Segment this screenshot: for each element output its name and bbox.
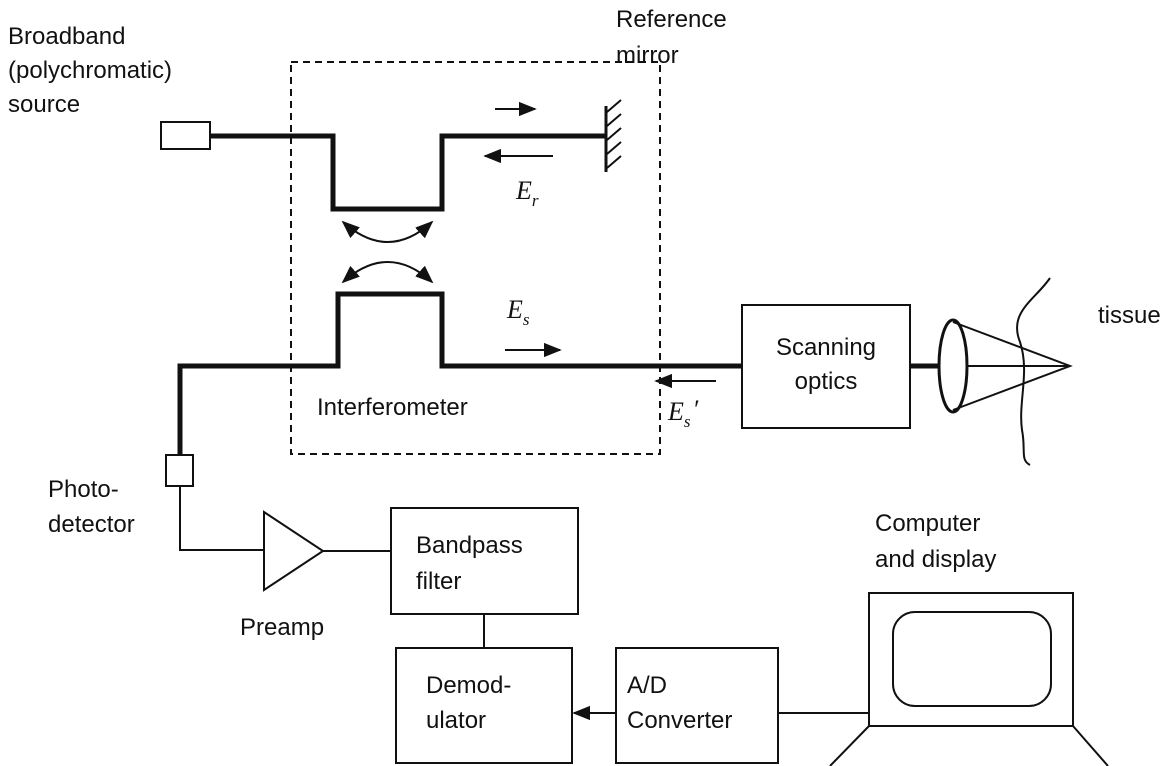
- mirror-label-line1: Reference: [616, 6, 727, 33]
- computer-label-line2: and display: [875, 546, 996, 573]
- interferometer-label: Interferometer: [317, 394, 468, 421]
- photodetector-label-line2: detector: [48, 511, 135, 538]
- bandpass-line2: filter: [416, 568, 461, 595]
- scanning-optics-line1: Scanning: [776, 334, 876, 361]
- focusing-lens: [937, 318, 969, 414]
- fiber-coupler: [341, 220, 434, 284]
- detector-to-preamp-wire: [179, 486, 264, 551]
- sample-field-label: Es: [506, 295, 530, 329]
- demodulator-line1: Demod-: [426, 672, 511, 699]
- ad-converter-line1: A/D: [627, 672, 667, 699]
- source-label-line1: Broadband: [8, 23, 125, 50]
- upper-fiber: [210, 133, 606, 212]
- reference-mirror: [604, 99, 622, 172]
- computer-label-line1: Computer: [875, 510, 980, 537]
- focused-beam: [952, 321, 1073, 411]
- source-label-line3: source: [8, 91, 80, 118]
- broadband-source-box: [160, 121, 211, 150]
- photodetector-label-line1: Photo-: [48, 476, 119, 503]
- bandpass-line1: Bandpass: [416, 532, 523, 559]
- scanning-optics-line2: optics: [795, 368, 858, 395]
- demodulator-line2: ulator: [426, 707, 486, 734]
- source-label-line2: (polychromatic): [8, 57, 172, 84]
- preamp-triangle: [263, 510, 325, 592]
- ad-converter-box: [615, 647, 779, 764]
- interferometer-boundary: [290, 61, 661, 455]
- scanning-optics-box: [741, 304, 911, 429]
- demodulator-box: [395, 647, 573, 764]
- mirror-label-line2: mirror: [616, 42, 679, 69]
- computer-display: [829, 592, 1109, 766]
- photodetector-box: [165, 454, 194, 487]
- preamp-label: Preamp: [240, 614, 324, 641]
- bandpass-filter-box: [390, 507, 579, 615]
- tissue-label: tissue: [1098, 302, 1161, 329]
- reference-field-label: Er: [515, 176, 539, 210]
- tissue-surface: [1016, 277, 1051, 466]
- ad-converter-line2: Converter: [627, 707, 732, 734]
- lower-fiber: [177, 291, 742, 455]
- backscatter-field-label: Es′: [667, 395, 699, 431]
